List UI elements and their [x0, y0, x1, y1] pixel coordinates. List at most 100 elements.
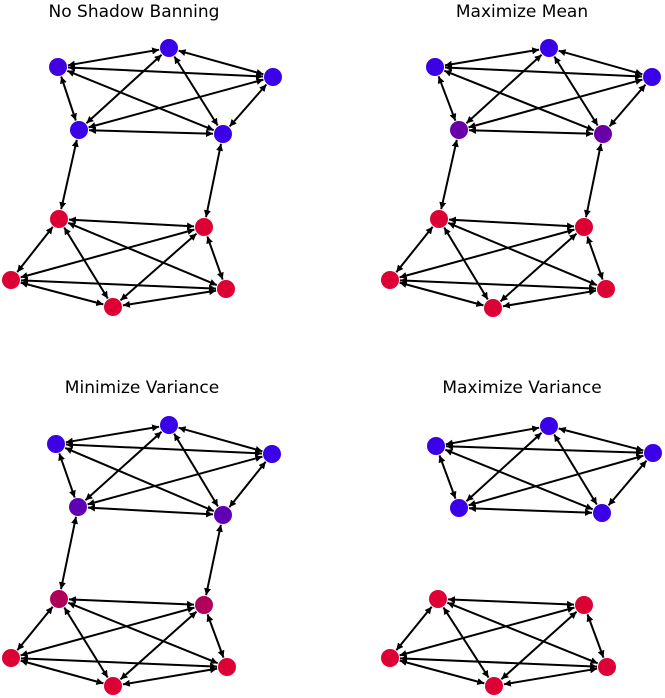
edge-arrow — [122, 288, 217, 308]
node-layer — [381, 39, 661, 317]
edge-arrow — [399, 277, 597, 292]
edge-arrow — [444, 64, 643, 80]
graph-node — [70, 121, 88, 139]
edge-arrow — [122, 666, 218, 687]
edge-arrow — [465, 53, 543, 125]
edge-arrow — [85, 53, 163, 125]
graph-node — [104, 298, 122, 316]
edge-arrow — [558, 426, 644, 453]
edge-arrow — [58, 516, 79, 590]
graph-node — [450, 499, 468, 517]
edge-arrow — [468, 505, 593, 516]
edge-arrow — [178, 426, 263, 453]
edge-arrow — [395, 606, 433, 651]
panel-maximize-mean: Maximize Mean — [381, 2, 661, 317]
edge-arrow — [20, 228, 195, 279]
graph-node — [49, 58, 67, 76]
edge-arrow — [448, 216, 575, 230]
edge-arrow — [468, 454, 644, 507]
panel-no-shadow-banning: No Shadow Banning — [2, 2, 282, 316]
edge-arrow — [447, 221, 598, 287]
graph-node — [644, 444, 662, 462]
edge-arrow — [444, 47, 540, 68]
edge-arrow — [502, 288, 597, 309]
edge-arrow — [173, 55, 219, 127]
edge-arrow — [65, 424, 160, 445]
panel-title: Maximize Variance — [442, 378, 601, 398]
edge-arrow — [58, 453, 76, 498]
edge-arrow — [206, 236, 224, 280]
graph-node — [50, 590, 68, 608]
edge-arrow — [203, 143, 224, 218]
edge-arrow — [503, 666, 598, 687]
edge-layer — [16, 424, 267, 687]
panel-maximize-variance: Maximize Variance — [381, 378, 662, 695]
graph-node — [218, 658, 236, 676]
graph-node — [264, 68, 282, 86]
edge-layer — [395, 47, 647, 309]
edge-arrow — [395, 226, 434, 273]
edge-arrow — [468, 78, 643, 129]
edge-arrow — [68, 596, 195, 608]
graph-node — [217, 280, 235, 298]
edge-arrow — [438, 455, 457, 499]
node-layer — [381, 417, 662, 695]
edge-arrow — [59, 139, 79, 210]
edge-arrow — [88, 78, 264, 129]
edge-arrow — [399, 655, 598, 670]
graph-node — [484, 299, 502, 317]
edge-arrow — [399, 659, 485, 685]
graph-node — [575, 218, 593, 236]
edge-arrow — [586, 236, 604, 280]
graph-node — [160, 416, 178, 434]
graph-node — [160, 39, 178, 57]
edge-arrow — [64, 446, 215, 513]
edge-arrow — [60, 76, 77, 121]
edge-layer — [16, 47, 268, 308]
graph-node — [597, 280, 615, 298]
edge-arrow — [445, 425, 540, 447]
graph-node — [263, 445, 281, 463]
node-layer — [2, 416, 281, 695]
edge-arrow — [20, 281, 104, 306]
graph-node — [430, 210, 448, 228]
edge-arrow — [16, 226, 54, 273]
edge-arrow — [586, 614, 605, 658]
graph-node — [195, 596, 213, 614]
edge-arrow — [88, 126, 214, 138]
edge-arrow — [465, 431, 543, 503]
edge-arrow — [447, 596, 575, 608]
edge-arrow — [67, 47, 160, 68]
graph-node — [214, 125, 232, 143]
edge-arrow — [68, 216, 195, 230]
edge-arrow — [399, 281, 484, 307]
panel-minimize-variance: Minimize Variance — [2, 378, 281, 695]
graph-node — [429, 590, 447, 608]
graph-node — [427, 437, 445, 455]
edge-arrow — [437, 75, 457, 122]
graph-node — [381, 271, 399, 289]
panel-title: No Shadow Banning — [49, 2, 220, 22]
graph-node — [575, 596, 593, 614]
edge-arrow — [583, 143, 604, 218]
graph-node — [485, 677, 503, 695]
graph-node — [50, 210, 68, 228]
edge-arrow — [65, 441, 263, 457]
edge-arrow — [20, 277, 217, 292]
node-layer — [2, 39, 282, 316]
edge-arrow — [206, 614, 225, 658]
edge-arrow — [553, 433, 598, 506]
edge-arrow — [67, 221, 218, 287]
edge-arrow — [558, 49, 643, 76]
edge-arrow — [204, 524, 223, 596]
edge-arrow — [16, 606, 54, 651]
edge-arrow — [553, 55, 599, 127]
edge-arrow — [20, 659, 104, 685]
graph-node — [450, 121, 468, 139]
edge-arrow — [119, 232, 198, 302]
graph-node — [2, 271, 20, 289]
edge-arrow — [608, 83, 647, 128]
graph-node — [381, 649, 399, 667]
graph-node — [104, 677, 122, 695]
